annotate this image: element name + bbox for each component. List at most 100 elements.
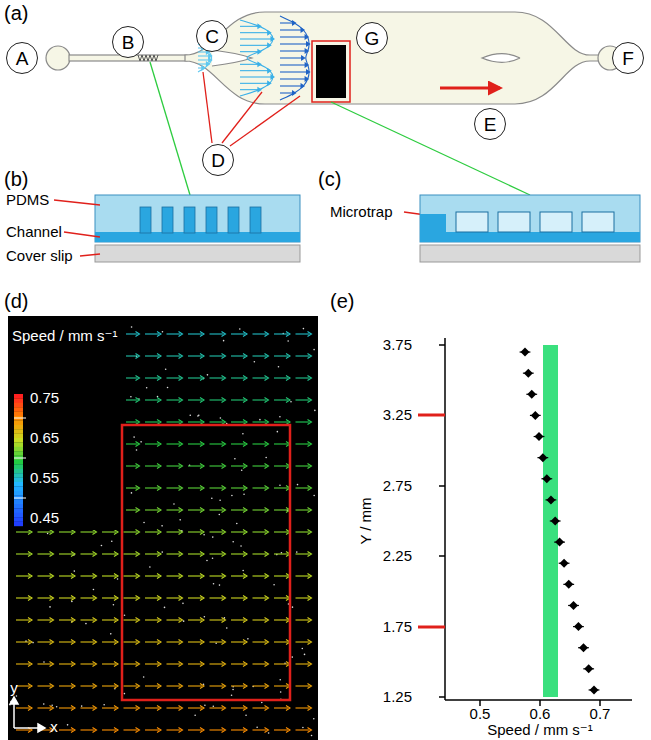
colorbar xyxy=(14,394,26,526)
particle xyxy=(204,704,206,706)
particle xyxy=(277,431,279,433)
vector xyxy=(188,377,202,378)
vector xyxy=(274,641,288,642)
particle xyxy=(43,661,45,663)
vector xyxy=(145,355,159,356)
profile-arrow xyxy=(240,51,259,52)
vector xyxy=(231,399,245,400)
leader-lines xyxy=(203,72,300,146)
particle xyxy=(146,387,148,389)
vector-head xyxy=(222,486,226,491)
vector-head xyxy=(93,552,97,557)
vector xyxy=(145,377,159,378)
vector xyxy=(102,531,116,532)
profile-arrow xyxy=(280,78,306,79)
vector xyxy=(59,553,73,554)
colorbar-step xyxy=(14,473,23,478)
vector xyxy=(167,333,181,334)
particle xyxy=(85,623,87,625)
vector xyxy=(188,355,202,356)
vector-head xyxy=(50,662,54,667)
vector-head xyxy=(200,728,204,733)
vector xyxy=(124,641,138,642)
vector-head xyxy=(265,618,269,623)
data-point xyxy=(535,432,544,441)
vector-head xyxy=(93,640,97,645)
leader-lines xyxy=(54,200,462,256)
particle xyxy=(161,551,163,553)
text-label: 3.75 xyxy=(383,337,412,354)
vector xyxy=(16,729,30,730)
device-outline xyxy=(46,12,622,104)
particle xyxy=(280,691,282,693)
vector xyxy=(274,729,288,730)
vector-head xyxy=(200,530,204,535)
vector-head xyxy=(50,684,54,689)
vector-head xyxy=(28,552,32,557)
data-point xyxy=(560,559,569,568)
vector xyxy=(188,707,202,708)
colorbar-tick xyxy=(14,458,26,459)
vector-head xyxy=(308,574,312,579)
vector xyxy=(59,685,73,686)
chart-axes xyxy=(439,338,632,706)
vector xyxy=(16,597,30,598)
particle xyxy=(232,689,234,691)
vector-head xyxy=(179,640,183,645)
vector xyxy=(188,531,202,532)
vector-head xyxy=(179,552,183,557)
particle xyxy=(93,589,95,591)
vector xyxy=(253,509,267,510)
vector-head xyxy=(308,706,312,711)
vector-head xyxy=(28,706,32,711)
profile-arrow xyxy=(198,55,210,56)
colorbar-tick xyxy=(14,498,26,499)
profile-arrow xyxy=(240,89,259,90)
vector xyxy=(210,619,224,620)
particle xyxy=(234,458,236,460)
vector-head xyxy=(308,640,312,645)
vector xyxy=(145,553,159,554)
vector-head xyxy=(243,552,247,557)
vector-head xyxy=(286,332,290,337)
vector-head xyxy=(28,662,32,667)
vector xyxy=(16,619,30,620)
vector xyxy=(145,421,159,422)
particle xyxy=(232,541,234,543)
particle xyxy=(143,676,145,678)
vector xyxy=(145,399,159,400)
vector-head xyxy=(222,596,226,601)
vector xyxy=(124,531,138,532)
vector-head xyxy=(243,662,247,667)
particle xyxy=(179,519,181,521)
vector-head xyxy=(265,530,269,535)
vector-head xyxy=(243,354,247,359)
particle xyxy=(219,584,221,586)
callout-letter: F xyxy=(622,49,634,68)
particle xyxy=(164,607,166,609)
vector-head xyxy=(114,728,118,733)
vector-head xyxy=(50,596,54,601)
vector-head xyxy=(308,486,312,491)
vector xyxy=(188,575,202,576)
panel-label: (b) xyxy=(4,168,28,190)
callout-circle: B xyxy=(112,26,144,58)
vector-head xyxy=(93,574,97,579)
vector-head xyxy=(28,684,32,689)
data-point xyxy=(551,517,560,526)
vector-head xyxy=(265,332,269,337)
vector-head xyxy=(28,640,32,645)
vector xyxy=(38,707,52,708)
vector-head xyxy=(136,728,140,733)
particle xyxy=(278,366,280,368)
vector xyxy=(231,421,245,422)
vector xyxy=(59,663,73,664)
particle xyxy=(157,396,159,398)
vector-head xyxy=(50,618,54,623)
vector-head xyxy=(179,662,183,667)
particle xyxy=(183,620,185,622)
vector-head xyxy=(243,398,247,403)
vector-head xyxy=(265,684,269,689)
vector xyxy=(81,597,95,598)
vector xyxy=(210,531,224,532)
